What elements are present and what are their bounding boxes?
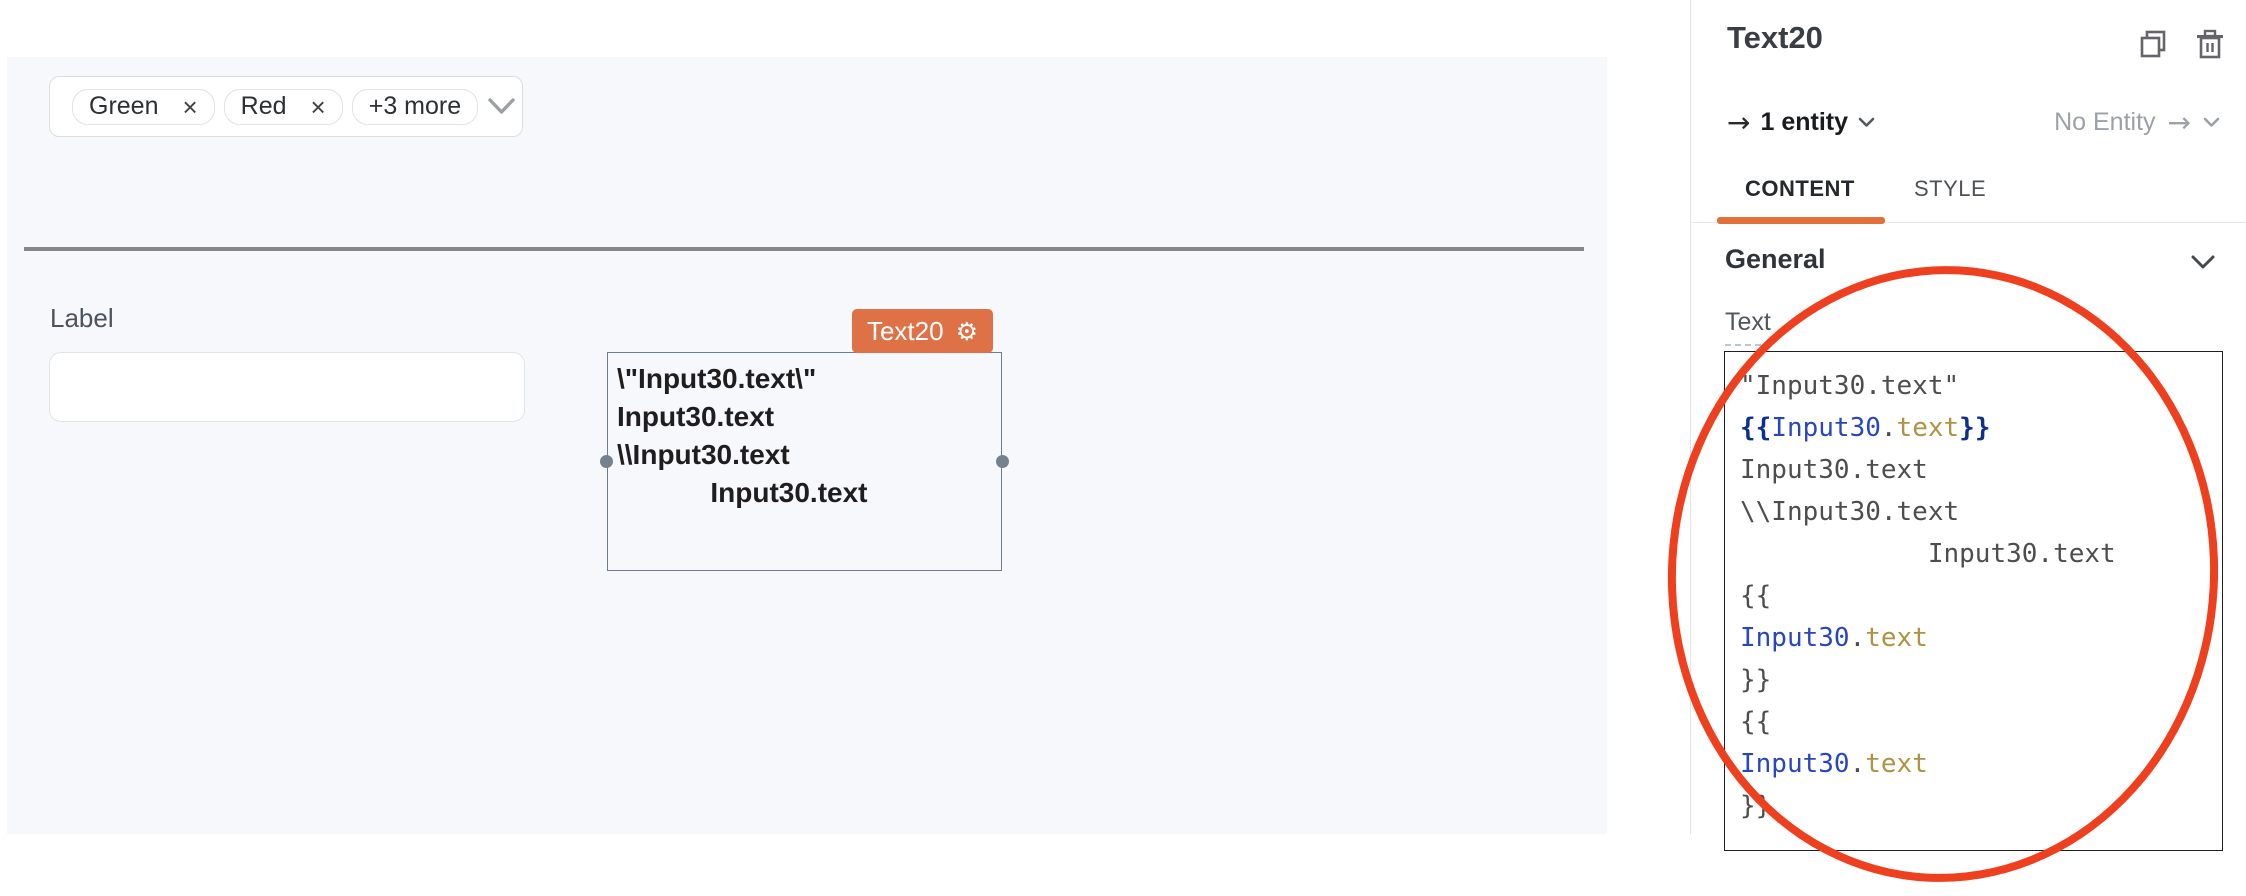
- text-widget-line: Input30.text: [617, 401, 775, 432]
- text-widget-line: \"Input30.text\": [617, 363, 817, 394]
- chip-label: Green: [89, 92, 159, 120]
- tab-content[interactable]: CONTENT: [1745, 176, 1855, 201]
- property-panel: Text20 → 1 entity No Entity → CONTENT ST…: [1690, 0, 2246, 851]
- outgoing-entities-label: No Entity: [2054, 108, 2156, 136]
- multiselect-chips: Green × Red × +3 more: [72, 88, 479, 125]
- multiselect-widget[interactable]: Green × Red × +3 more: [49, 76, 523, 137]
- arrow-right-icon: →: [2167, 106, 2191, 139]
- chevron-down-icon: [2203, 117, 2220, 127]
- code-line: Input30.text: [1740, 539, 2116, 569]
- text-widget-line: Input30.text: [617, 477, 868, 508]
- entity-row: → 1 entity No Entity →: [1691, 106, 2246, 142]
- code-line: Input30.text: [1740, 749, 1928, 779]
- divider-widget: [24, 247, 1584, 251]
- text-widget-line: \\Input30.text: [617, 439, 790, 470]
- input-widget-label: Label: [50, 303, 114, 333]
- property-label-text: Text: [1725, 308, 1771, 346]
- selected-option-chip[interactable]: Green ×: [72, 88, 215, 125]
- widget-badge-label: Text20: [866, 315, 944, 346]
- gear-icon[interactable]: ⚙: [955, 316, 978, 346]
- code-line: }}: [1740, 665, 1772, 695]
- chip-remove-icon[interactable]: ×: [182, 91, 198, 122]
- incoming-entities-dropdown[interactable]: → 1 entity: [1727, 106, 1875, 139]
- selected-option-chip[interactable]: Red ×: [223, 88, 343, 125]
- text-property-code-editor[interactable]: "Input30.text"{{Input30.text}}Input30.te…: [1724, 351, 2223, 851]
- section-general-header[interactable]: General: [1725, 244, 1826, 274]
- code-line: "Input30.text": [1740, 371, 1960, 401]
- resize-handle-left[interactable]: [600, 454, 613, 468]
- resize-handle-right[interactable]: [996, 454, 1009, 468]
- chevron-down-icon: [1858, 117, 1875, 127]
- copy-widget-button[interactable]: [2139, 28, 2169, 60]
- text20-widget[interactable]: Text20 ⚙ \"Input30.text\" Input30.text \\I…: [600, 309, 1009, 571]
- tab-style[interactable]: STYLE: [1914, 176, 1987, 201]
- code-line: {{: [1740, 581, 1772, 611]
- widget-title[interactable]: Text20: [1727, 20, 1823, 55]
- incoming-entities-label: 1 entity: [1760, 108, 1848, 136]
- code-line: {{: [1740, 707, 1772, 737]
- arrow-right-icon: →: [1727, 106, 1751, 139]
- chip-label: Red: [240, 92, 287, 120]
- code-line: }}: [1740, 791, 1772, 821]
- selected-option-chip[interactable]: +3 more: [351, 88, 479, 125]
- code-line: Input30.text: [1740, 455, 1928, 485]
- widget-name-badge[interactable]: Text20 ⚙: [851, 309, 993, 353]
- text-input-field[interactable]: [49, 352, 525, 422]
- chip-label: +3 more: [368, 92, 462, 120]
- chevron-down-icon[interactable]: [488, 98, 515, 115]
- tabs-divider: [1691, 222, 2246, 223]
- chevron-down-icon[interactable]: [2191, 255, 2215, 270]
- code-line: \\Input30.text: [1740, 497, 1960, 527]
- text20-widget-content: \"Input30.text\" Input30.text \\Input30.te…: [608, 353, 1001, 512]
- app-canvas[interactable]: Green × Red × +3 more Label Text20 ⚙ \"Input…: [7, 57, 1607, 834]
- outgoing-entities-dropdown[interactable]: No Entity →: [2054, 106, 2220, 139]
- active-tab-indicator: [1717, 217, 1885, 224]
- chip-remove-icon[interactable]: ×: [310, 91, 326, 122]
- delete-widget-button[interactable]: [2196, 28, 2226, 60]
- code-line: Input30.text: [1740, 623, 1928, 653]
- code-line: {{Input30.text}}: [1740, 413, 1991, 443]
